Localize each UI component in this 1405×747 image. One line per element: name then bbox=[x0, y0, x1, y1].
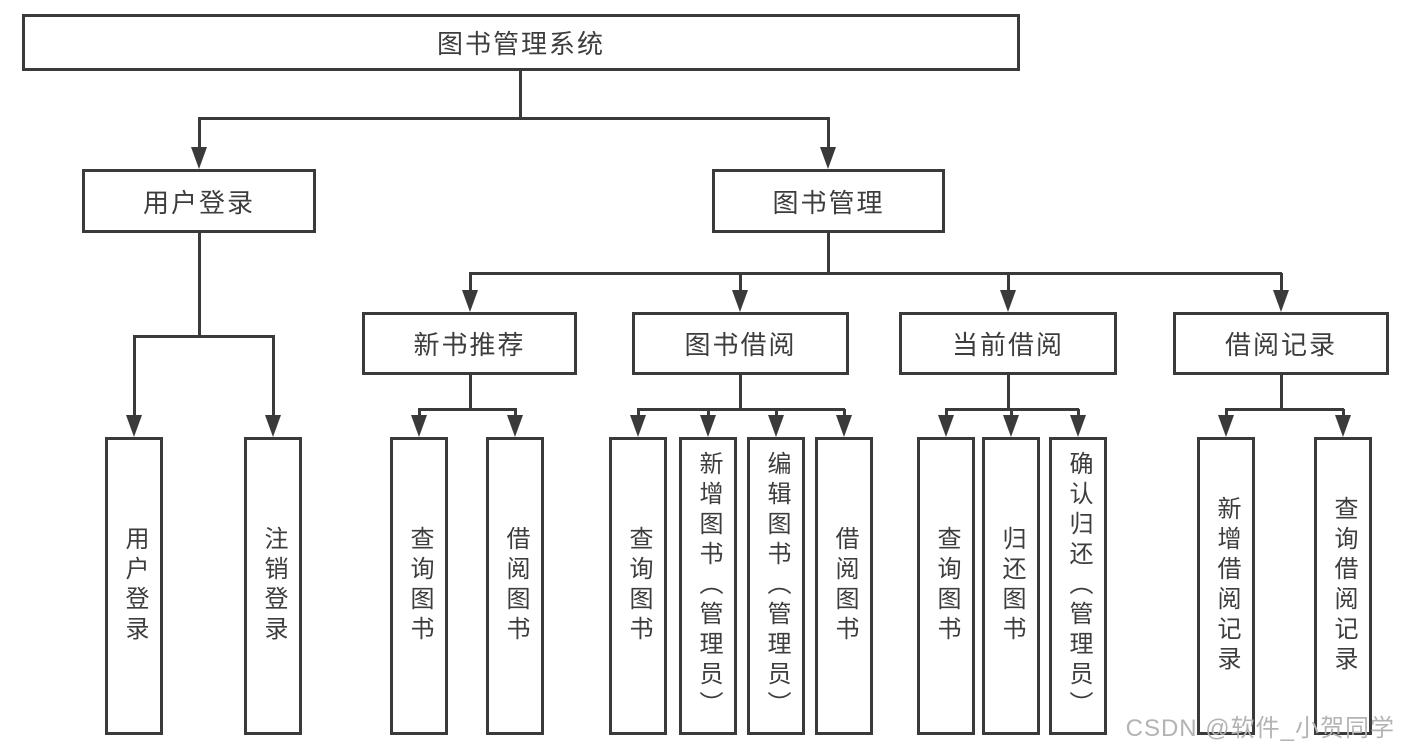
connector-line bbox=[1007, 273, 1010, 291]
node-label: 查询图书 bbox=[933, 526, 960, 646]
node-label: 借阅图书 bbox=[831, 526, 858, 646]
connector-line bbox=[637, 409, 640, 417]
connector-line bbox=[1010, 409, 1013, 417]
arrow-down-icon bbox=[732, 290, 748, 312]
arrow-down-icon bbox=[1000, 290, 1016, 312]
connector-line bbox=[1225, 408, 1344, 411]
connector-line bbox=[739, 375, 742, 409]
node-root: 图书管理系统 bbox=[22, 14, 1020, 71]
connector-line bbox=[469, 273, 472, 291]
node-label: 用户登录 bbox=[142, 187, 255, 218]
node-label: 借阅记录 bbox=[1224, 330, 1337, 360]
node-label: 归还图书 bbox=[998, 526, 1025, 646]
arrow-down-icon bbox=[700, 415, 716, 437]
node-leaf-borrow-book-2: 借阅图书 bbox=[815, 437, 873, 735]
connector-line bbox=[514, 409, 517, 417]
node-leaf-return-book: 归还图书 bbox=[982, 437, 1040, 735]
arrow-down-icon bbox=[938, 415, 954, 437]
node-leaf-user-login: 用户登录 bbox=[105, 437, 163, 735]
node-book-borrow: 图书借阅 bbox=[632, 312, 849, 375]
node-label: 编辑图书（管理员） bbox=[763, 451, 790, 721]
arrow-down-icon bbox=[507, 415, 523, 437]
node-label: 用户登录 bbox=[121, 526, 148, 646]
connector-line bbox=[1280, 273, 1283, 291]
connector-line bbox=[945, 409, 948, 417]
connector-line bbox=[827, 118, 830, 149]
connector-line bbox=[1007, 375, 1010, 409]
connector-line bbox=[707, 409, 710, 417]
connector-line bbox=[272, 336, 275, 416]
arrow-down-icon bbox=[836, 415, 852, 437]
node-label: 图书借阅 bbox=[684, 330, 797, 360]
node-leaf-query-book-2: 查询图书 bbox=[609, 437, 667, 735]
connector-line bbox=[418, 408, 517, 411]
node-leaf-add-borrow-record: 新增借阅记录 bbox=[1197, 437, 1255, 735]
arrow-down-icon bbox=[820, 147, 836, 169]
arrow-down-icon bbox=[411, 415, 427, 437]
connector-line bbox=[775, 409, 778, 417]
node-label: 新书推荐 bbox=[413, 330, 526, 360]
node-label: 新增借阅记录 bbox=[1213, 496, 1240, 676]
connector-line bbox=[469, 375, 472, 409]
connector-line bbox=[827, 233, 830, 273]
arrow-down-icon bbox=[265, 415, 281, 437]
arrow-down-icon bbox=[768, 415, 784, 437]
connector-line bbox=[418, 409, 421, 417]
node-leaf-query-book-1: 查询图书 bbox=[390, 437, 448, 735]
node-label: 查询借阅记录 bbox=[1330, 496, 1357, 676]
arrow-down-icon bbox=[1335, 415, 1351, 437]
arrow-down-icon bbox=[1218, 415, 1234, 437]
arrow-down-icon bbox=[1003, 415, 1019, 437]
arrow-down-icon bbox=[462, 290, 478, 312]
connector-line bbox=[133, 336, 136, 416]
node-leaf-query-borrow-record: 查询借阅记录 bbox=[1314, 437, 1372, 735]
node-label: 图书管理 bbox=[772, 187, 885, 218]
connector-line bbox=[739, 273, 742, 291]
connector-line bbox=[469, 272, 1282, 275]
node-borrow-record: 借阅记录 bbox=[1173, 312, 1389, 375]
node-label: 借阅图书 bbox=[502, 526, 529, 646]
node-leaf-edit-book-admin: 编辑图书（管理员） bbox=[747, 437, 805, 735]
node-leaf-borrow-book-1: 借阅图书 bbox=[486, 437, 544, 735]
arrow-down-icon bbox=[126, 415, 142, 437]
node-leaf-add-book-admin: 新增图书（管理员） bbox=[679, 437, 737, 735]
node-leaf-logout: 注销登录 bbox=[244, 437, 302, 735]
connector-line bbox=[198, 118, 201, 149]
connector-line bbox=[1280, 375, 1283, 409]
connector-line bbox=[198, 117, 830, 120]
node-label: 注销登录 bbox=[260, 526, 287, 646]
connector-line bbox=[843, 409, 846, 417]
node-current-borrow: 当前借阅 bbox=[899, 312, 1117, 375]
node-label: 查询图书 bbox=[625, 526, 652, 646]
node-label: 当前借阅 bbox=[951, 330, 1064, 360]
node-leaf-confirm-return-admin: 确认归还（管理员） bbox=[1049, 437, 1107, 735]
node-book-management: 图书管理 bbox=[712, 169, 945, 233]
connector-line bbox=[133, 335, 275, 338]
watermark-text: CSDN @软件_小贺同学 bbox=[1125, 715, 1395, 742]
connector-line bbox=[198, 233, 201, 336]
arrow-down-icon bbox=[191, 147, 207, 169]
connector-line bbox=[1225, 409, 1228, 417]
node-new-book-recommend: 新书推荐 bbox=[362, 312, 577, 375]
node-label: 新增图书（管理员） bbox=[695, 451, 722, 721]
node-label: 确认归还（管理员） bbox=[1065, 451, 1092, 721]
connector-line bbox=[637, 408, 845, 411]
connector-line bbox=[1342, 409, 1345, 417]
connector-line bbox=[1077, 409, 1080, 417]
node-leaf-query-book-3: 查询图书 bbox=[917, 437, 975, 735]
arrow-down-icon bbox=[630, 415, 646, 437]
node-user-login: 用户登录 bbox=[82, 169, 316, 233]
arrow-down-icon bbox=[1273, 290, 1289, 312]
arrow-down-icon bbox=[1070, 415, 1086, 437]
node-label: 图书管理系统 bbox=[436, 29, 605, 59]
node-label: 查询图书 bbox=[406, 526, 433, 646]
connector-line bbox=[519, 71, 522, 118]
